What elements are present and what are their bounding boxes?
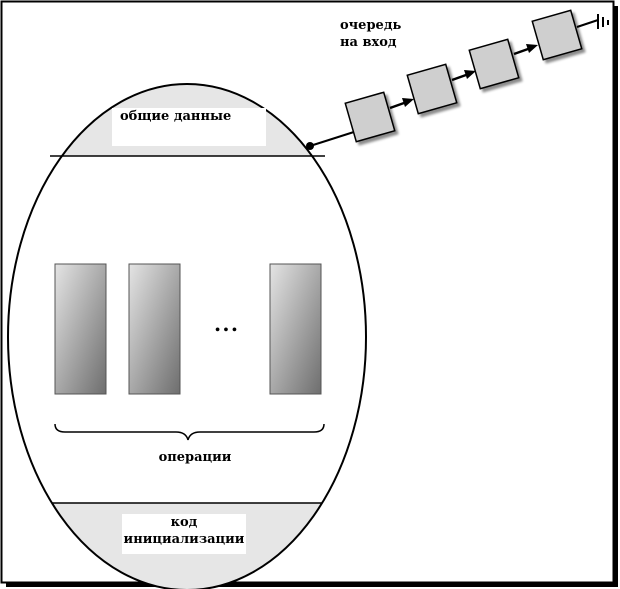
operation-block — [54, 263, 107, 395]
shared-data-label: общие данные — [112, 108, 266, 146]
queue-text-line2: на вход — [340, 35, 397, 50]
operations-label: операции — [140, 446, 250, 472]
operations-brace — [54, 423, 325, 441]
shared-data-text: общие данные — [120, 109, 232, 124]
queue-box — [406, 63, 458, 115]
operations-text: операции — [158, 450, 232, 465]
queue-arrow — [513, 44, 538, 56]
init-code-text-line2: инициализации — [123, 532, 245, 547]
init-code-text-line1: код — [170, 515, 198, 530]
queue-box — [344, 91, 396, 143]
queue-box — [468, 38, 520, 90]
init-code-label: код инициализации — [122, 514, 246, 554]
operations-ellipsis: • • • — [215, 323, 237, 338]
queue-entry-point — [306, 142, 314, 150]
queue-box — [531, 9, 583, 61]
queue-connector — [309, 130, 358, 147]
operation-block — [269, 263, 322, 395]
queue-terminator — [576, 14, 609, 29]
queue-label: очередь на вход — [330, 14, 442, 64]
operation-block — [128, 263, 181, 395]
monitor-ellipse — [7, 83, 367, 589]
queue-text-line1: очередь — [340, 18, 402, 33]
queue-arrow — [451, 70, 476, 82]
queue-arrow — [389, 98, 414, 110]
